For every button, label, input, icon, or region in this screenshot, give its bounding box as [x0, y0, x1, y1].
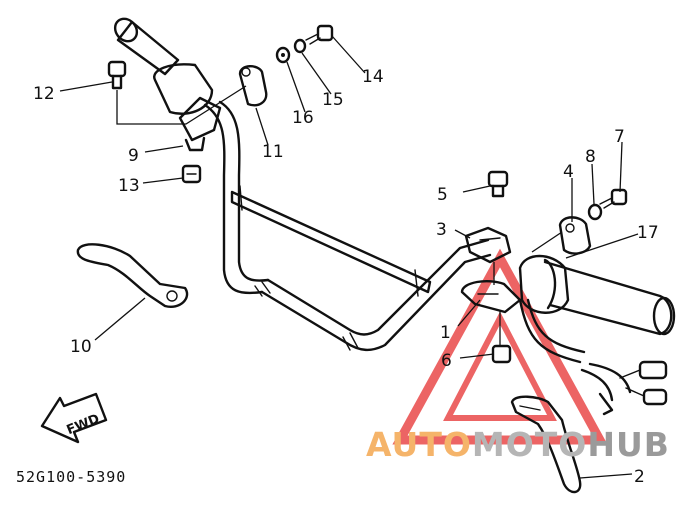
fwd-label: FWD	[65, 411, 102, 438]
watermark-segment-hub: HUB	[587, 425, 670, 464]
callout-6: 6	[441, 351, 452, 371]
watermark-triangle	[392, 248, 608, 445]
callout-12: 12	[33, 84, 55, 104]
part-4-clamp	[558, 216, 592, 255]
callout-labels: 1 2 3 4 5 6 7 8 9 10 11 12 13 14 15 16 1…	[33, 67, 659, 487]
callout-17: 17	[637, 223, 659, 243]
watermark-segment-auto: AUTO	[366, 425, 472, 464]
callout-8: 8	[585, 147, 596, 167]
callout-7: 7	[614, 127, 625, 147]
watermark-text: AUTOMOTOHUB	[366, 425, 670, 464]
callout-13: 13	[118, 176, 140, 196]
switch-wiring	[580, 360, 668, 416]
part-5-bolt	[487, 170, 509, 198]
callout-9: 9	[128, 146, 139, 166]
callout-15: 15	[322, 90, 344, 110]
part-15-washer	[293, 38, 307, 54]
callout-1: 1	[440, 323, 451, 343]
callout-16: 16	[292, 108, 314, 128]
callout-11: 11	[262, 142, 284, 162]
part-8-washer	[587, 203, 603, 221]
part-6-nut	[491, 344, 512, 364]
part-3-holder	[464, 226, 512, 264]
part-14-screw	[305, 24, 334, 45]
part-7-screw	[599, 188, 628, 209]
part-9-lever-holder	[178, 96, 222, 152]
callout-10: 10	[70, 337, 92, 357]
part-12-bolt	[107, 60, 127, 90]
callout-5: 5	[437, 185, 448, 205]
watermark-segment-moto: MOTO	[472, 425, 587, 464]
part-2-brake-lever	[510, 395, 582, 494]
part-11-clamp	[238, 65, 268, 107]
part-16-washer	[275, 46, 291, 64]
leader-lines	[59, 35, 639, 479]
callout-3: 3	[436, 220, 447, 240]
callout-4: 4	[563, 162, 574, 182]
callout-14: 14	[362, 67, 384, 87]
brake-cable	[518, 298, 586, 364]
callout-2: 2	[634, 467, 645, 487]
part-1-bracket	[460, 280, 522, 314]
fwd-direction-arrow: FWD	[40, 392, 108, 444]
part-10-clutch-lever	[76, 243, 189, 308]
part-13-nut	[181, 164, 202, 184]
diagram-part-number: 52G100-5390	[16, 468, 126, 486]
